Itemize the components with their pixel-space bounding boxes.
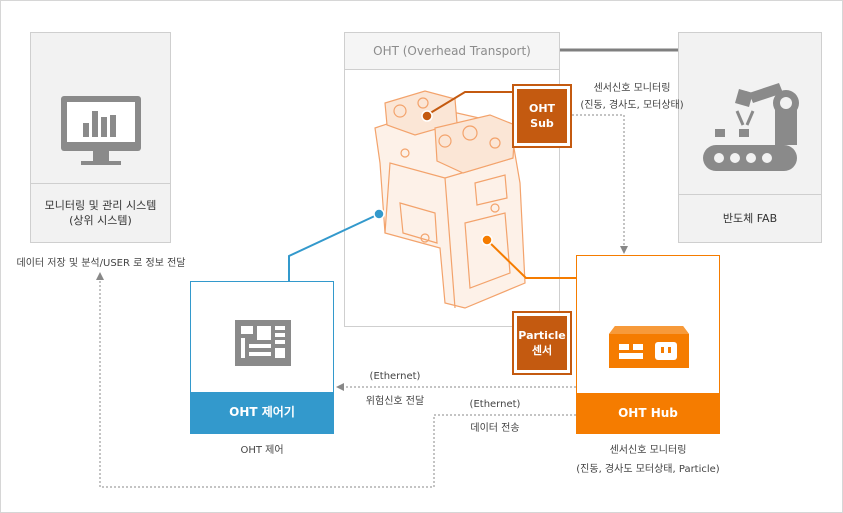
- robot-arm-conveyor-icon: [703, 83, 799, 171]
- sub-to-hub-dotted: [572, 114, 625, 248]
- monitoring-system-label-line2: (상위 시스템): [69, 214, 132, 227]
- particle-line: [486, 239, 576, 279]
- controller-caption: OHT 제어: [240, 445, 284, 456]
- fab-box: 반도체 FAB: [678, 32, 822, 243]
- oht-vehicle-icon: [374, 90, 526, 309]
- hub-to-controller-arrowhead: [336, 383, 344, 391]
- hub-to-monitor-arrowhead: [96, 272, 104, 280]
- monitoring-system-label: 모니터링 및 관리 시스템 (상위 시스템): [31, 183, 170, 242]
- fab-label: 반도체 FAB: [679, 194, 821, 242]
- sub-tag-line: [426, 91, 512, 116]
- hub-label: OHT Hub: [577, 393, 719, 433]
- ethernet-bottom-text: (Ethernet): [469, 399, 521, 410]
- ethernet-top-text: (Ethernet): [369, 371, 421, 382]
- oht-title: OHT (Overhead Transport): [345, 33, 559, 70]
- monitor-chart-icon: [61, 96, 141, 165]
- monitoring-system-caption: 데이터 저장 및 분석/USER 로 정보 전달: [16, 258, 186, 269]
- controller-point-marker: [373, 208, 385, 220]
- hub-box: OHT Hub: [576, 255, 720, 434]
- particle-sensor-tag: Particle 센서: [512, 311, 572, 375]
- sub-point-marker: [421, 110, 433, 122]
- particle-point-marker: [481, 234, 493, 246]
- monitoring-system-box: 모니터링 및 관리 시스템 (상위 시스템): [30, 32, 171, 243]
- sensor-monitoring-text-line2: (진동, 경사도, 모터상태): [580, 100, 684, 111]
- oht-sub-tag-line2: Sub: [530, 117, 554, 130]
- circuit-board-icon: [235, 320, 291, 366]
- oht-sub-tag-line1: OHT: [528, 102, 556, 115]
- hub-box-icon: [609, 326, 689, 368]
- oht-box: OHT (Overhead Transport): [344, 32, 560, 327]
- hub-to-monitor-dotted: [99, 278, 576, 488]
- oht-sub-tag: OHT Sub: [512, 84, 572, 148]
- hub-caption-line1: 센서신호 모니터링: [609, 445, 687, 456]
- sensor-monitoring-text-line1: 센서신호 모니터링: [593, 83, 671, 94]
- data-transfer-text: 데이터 전송: [470, 423, 520, 434]
- monitoring-system-label-line1: 모니터링 및 관리 시스템: [44, 199, 157, 212]
- particle-tag-line2: 센서: [531, 344, 553, 357]
- hub-caption-line2: (진동, 경사도 모터상태, Particle): [576, 464, 720, 475]
- sub-to-hub-arrowhead: [620, 246, 628, 254]
- controller-label: OHT 제어기: [191, 392, 333, 433]
- controller-line: [288, 213, 380, 281]
- controller-box: OHT 제어기: [190, 281, 334, 434]
- danger-signal-text: 위험신호 전달: [365, 396, 425, 407]
- particle-tag-line1: Particle: [518, 329, 566, 342]
